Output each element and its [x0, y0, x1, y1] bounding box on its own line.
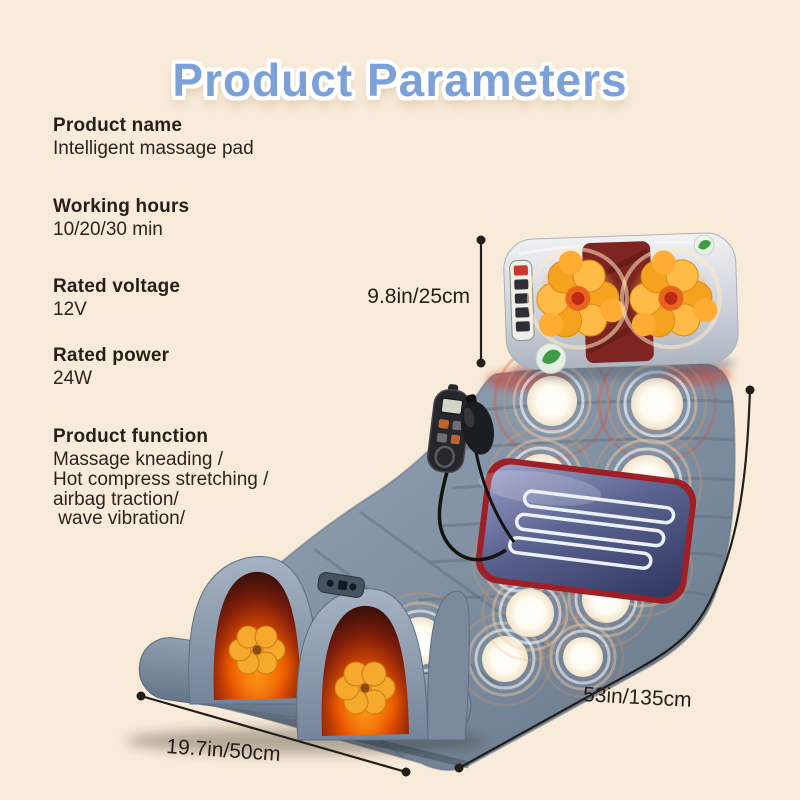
massage-head-right — [619, 247, 722, 350]
massage-head-left — [526, 247, 629, 350]
dimension-line-mat-width — [136, 691, 411, 777]
spec-product-function: Product function Massage kneading / Hot … — [53, 427, 268, 529]
foot-pod-outer-wall — [427, 590, 470, 741]
pump-hose — [474, 451, 516, 543]
air-pump-bulb — [460, 394, 516, 543]
spec-value: Intelligent massage pad — [53, 138, 254, 159]
foot-roller-left — [228, 625, 286, 675]
spec-value: wave vibration/ — [53, 508, 186, 530]
herbal-leaf-badge — [535, 342, 567, 374]
massage-node — [541, 615, 625, 699]
remote-control — [426, 384, 507, 562]
foot-pod-right — [296, 588, 470, 741]
foot-roller-right — [334, 661, 396, 715]
spec-value: 24W — [53, 368, 93, 389]
heating-pad-surface — [482, 464, 690, 598]
foot-massager — [125, 556, 485, 754]
spec-label: Working hours — [53, 196, 190, 217]
spec-label: Product function — [53, 426, 209, 447]
spec-label: Rated voltage — [53, 276, 181, 297]
dimension-label-mat-length: 53in/135cm — [583, 683, 693, 712]
remote-screen — [440, 397, 463, 415]
heating-coil-lines — [508, 489, 676, 570]
foot-pod-left — [188, 556, 321, 705]
heating-pad — [475, 458, 697, 604]
herbal-leaf-badge — [693, 234, 715, 256]
spec-label: Rated power — [53, 345, 170, 366]
remote-cord — [437, 471, 507, 562]
neck-pillow — [503, 232, 739, 380]
dimension-label-pillow-height: 9.8in/25cm — [367, 285, 470, 308]
dimension-line-pillow-height — [476, 235, 486, 368]
spec-value: airbag traction/ — [53, 488, 179, 510]
page-title: Product Parameters — [172, 53, 628, 106]
spec-working-hours: Working hours 10/20/30 min — [53, 197, 189, 240]
spec-rated-voltage: Rated voltage 12V — [53, 277, 180, 320]
spec-value: 10/20/30 min — [53, 219, 163, 240]
spec-value: 12V — [53, 299, 87, 320]
pillow-control-panel — [509, 259, 535, 342]
foot-massager-buttons — [317, 572, 365, 598]
dimension-line-mat-length — [454, 385, 755, 773]
spec-product-name: Product name Intelligent massage pad — [53, 116, 254, 159]
spec-value: Hot compress stretching / — [53, 468, 269, 490]
spec-value: Massage kneading / — [53, 449, 224, 470]
spec-rated-power: Rated power 24W — [53, 346, 169, 389]
spec-label: Product name — [53, 115, 183, 136]
